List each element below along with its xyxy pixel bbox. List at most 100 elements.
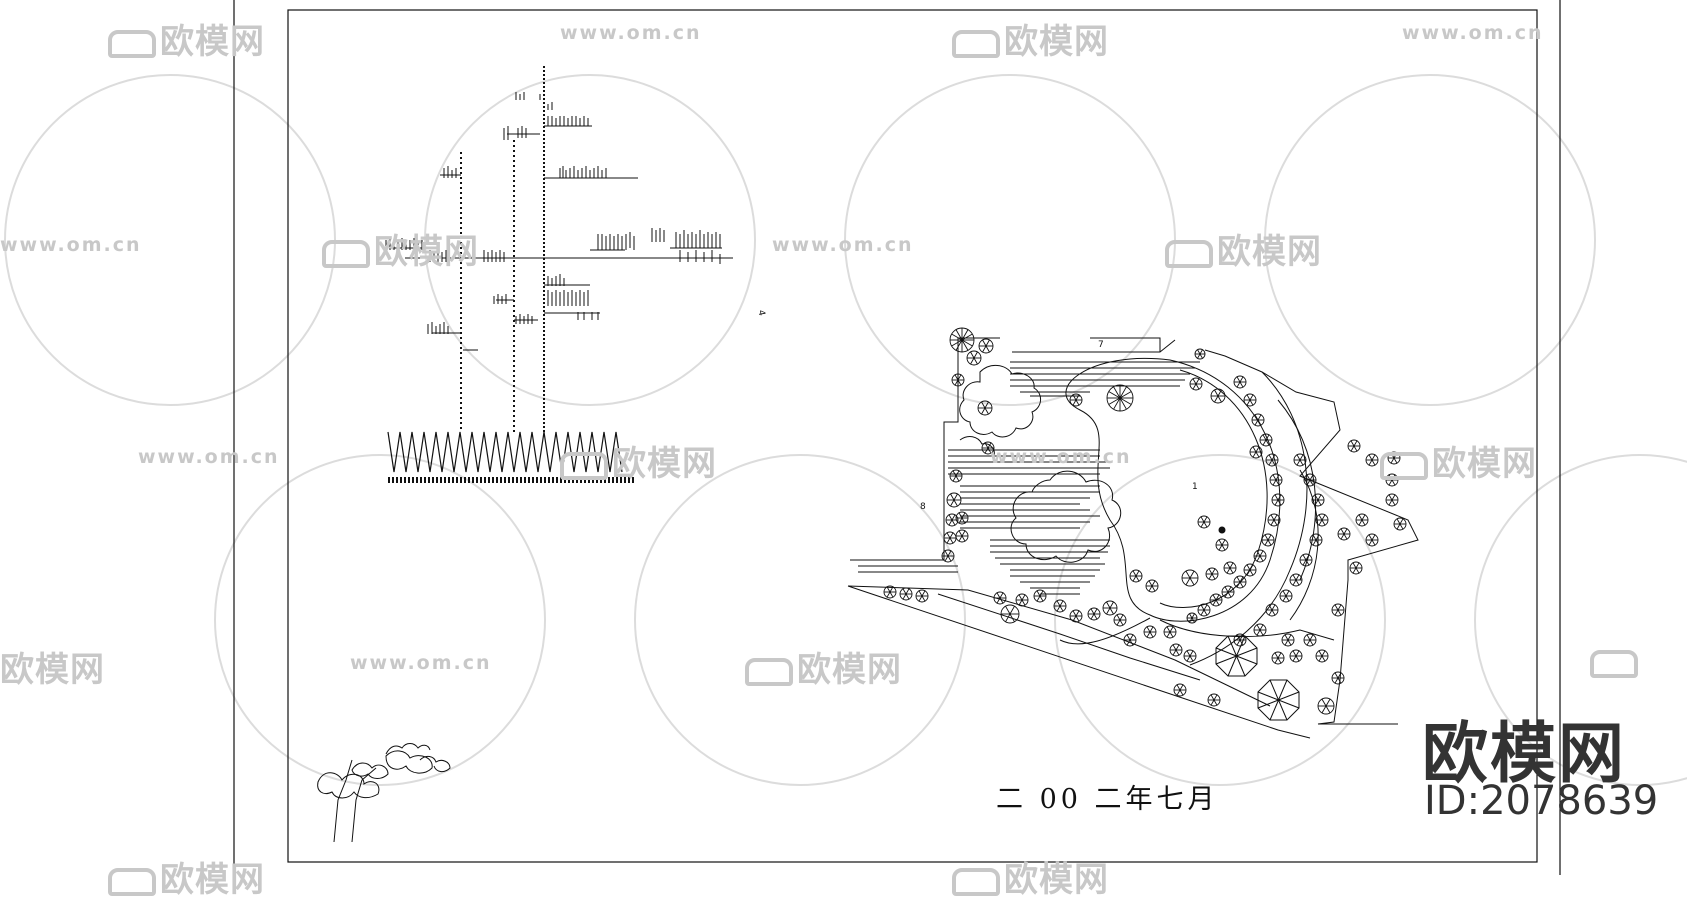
- drawing-date: 二 00 二年七月: [996, 784, 1219, 815]
- tree-spoke: [961, 329, 969, 341]
- tree-spoke: [961, 333, 973, 341]
- tree-spoke: [1072, 610, 1077, 617]
- tree-spoke: [1236, 634, 1241, 641]
- tree-spoke: [1212, 599, 1217, 606]
- tree-spoke: [982, 345, 987, 353]
- tree-spoke: [1287, 639, 1292, 646]
- tree-spoke: [1265, 439, 1270, 446]
- tree-spoke: [1109, 607, 1114, 615]
- tree-spoke: [921, 595, 926, 602]
- tree-spoke: [1249, 399, 1254, 406]
- tree-spoke: [1189, 655, 1194, 662]
- tree-spoke: [1295, 655, 1300, 662]
- tree-spoke: [951, 333, 963, 341]
- tree-spoke: [1368, 459, 1373, 466]
- tree-spoke: [1254, 419, 1259, 426]
- tree-spoke: [1185, 570, 1191, 579]
- tree-spoke: [1189, 617, 1193, 623]
- tree-spoke: [1318, 650, 1323, 657]
- tree-spoke: [1191, 617, 1195, 623]
- tree-spoke: [1166, 626, 1171, 633]
- tree-spoke: [970, 351, 975, 359]
- tree-spoke: [1090, 608, 1095, 615]
- tree-spoke: [1252, 446, 1257, 453]
- tree-spoke: [1039, 595, 1044, 602]
- tree-spoke: [1246, 569, 1251, 576]
- tree-spoke: [1192, 383, 1197, 390]
- tree-spoke: [1285, 595, 1290, 602]
- tree-spoke: [886, 591, 891, 598]
- tree-spoke: [1334, 609, 1339, 616]
- tree-spoke: [1203, 521, 1208, 528]
- tree-spoke: [1218, 544, 1223, 551]
- tree-spoke: [950, 499, 955, 507]
- tree-spoke: [886, 586, 891, 593]
- tree-spoke: [1299, 459, 1304, 466]
- tree-spoke: [1337, 672, 1342, 679]
- tree-spoke: [1277, 657, 1282, 664]
- sheet-border: [233, 0, 1561, 875]
- tree-spoke: [1353, 445, 1358, 452]
- tree-spoke: [1215, 599, 1220, 606]
- tree-spoke: [1119, 614, 1124, 621]
- tree-spoke: [1268, 454, 1273, 461]
- tree-spoke: [947, 550, 952, 557]
- tree-spoke: [1195, 383, 1200, 390]
- tree-spoke: [1227, 591, 1232, 598]
- tree-spoke: [1036, 590, 1041, 597]
- tree-spoke: [1318, 514, 1323, 521]
- tree-spoke: [1292, 579, 1297, 586]
- tree-spoke: [1129, 634, 1134, 641]
- watermark-url: www.om.cn: [772, 234, 914, 256]
- tree-spoke: [1317, 494, 1322, 501]
- tree-spoke: [1309, 474, 1314, 481]
- tree-spoke: [1189, 577, 1195, 586]
- tree-spoke: [955, 475, 960, 482]
- watermark-url: www.om.cn: [138, 446, 280, 468]
- tree-spoke: [1321, 698, 1327, 707]
- tree-spoke: [1334, 677, 1339, 684]
- tree-spoke: [1246, 399, 1251, 406]
- tree-spoke: [987, 442, 992, 449]
- elevation-diagram: [385, 66, 733, 483]
- watermark-brand-large: 欧模网: [1422, 715, 1626, 792]
- tree-spoke: [1277, 652, 1282, 659]
- tree-spoke: [999, 597, 1004, 604]
- tree-spoke: [1116, 614, 1121, 621]
- tree-spoke: [961, 517, 966, 524]
- tree-spoke: [948, 514, 953, 521]
- plan-label-lawn: 1: [1192, 482, 1198, 492]
- tree-spoke: [1214, 389, 1219, 397]
- tree-symbols: [883, 327, 1407, 715]
- tree-spoke: [1199, 349, 1203, 355]
- tree-spoke: [946, 537, 951, 544]
- tree-spoke: [1195, 378, 1200, 385]
- tree-spoke: [1318, 655, 1323, 662]
- tree-spoke: [1287, 634, 1292, 641]
- tree-spoke: [1390, 457, 1395, 464]
- watermark-logo-icon: [1380, 451, 1428, 480]
- tree-spoke: [1246, 394, 1251, 401]
- tree-spoke: [955, 339, 963, 351]
- watermark-brand: 欧模网: [322, 224, 479, 273]
- tree-spoke: [1273, 519, 1278, 526]
- tree-spoke: [1337, 604, 1342, 611]
- tree-spoke: [1285, 590, 1290, 597]
- watermark-brand: 欧模网: [1380, 436, 1537, 485]
- tree-spoke: [1249, 564, 1254, 571]
- tree-spoke: [1317, 499, 1322, 506]
- tree-spoke: [1368, 534, 1373, 541]
- tree-spoke: [1175, 644, 1180, 651]
- tree-spoke: [1169, 626, 1174, 633]
- tree-spoke: [1106, 607, 1111, 615]
- tree-spoke: [1203, 516, 1208, 523]
- tree-spoke: [1236, 576, 1241, 583]
- tree-spoke: [944, 550, 949, 557]
- tree-spoke: [1009, 605, 1015, 615]
- tree-spoke: [1059, 605, 1064, 612]
- tree-spoke: [1172, 649, 1177, 656]
- tree-spoke: [944, 555, 949, 562]
- tree-spoke: [1275, 479, 1280, 486]
- tree-spoke: [1343, 528, 1348, 535]
